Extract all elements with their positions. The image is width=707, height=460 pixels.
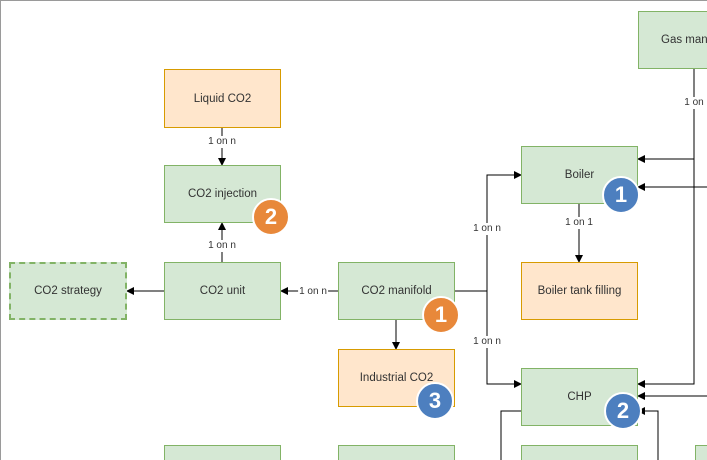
badge-chp: 2 <box>604 392 642 430</box>
badge-co2-manifold: 1 <box>422 296 460 334</box>
edge-chp-to-bottom <box>500 410 521 460</box>
edge-label-liquid-to-injection: 1 on n <box>207 136 237 148</box>
node-label: Industrial CO2 <box>359 372 434 384</box>
node-label: Boiler tank filling <box>537 285 622 297</box>
badge-industrial-co2: 3 <box>416 382 454 420</box>
edge-label-boiler-to-tank: 1 on 1 <box>564 217 594 229</box>
node-boiler-tank-filling[interactable]: Boiler tank filling <box>521 262 638 320</box>
node-label: CO2 strategy <box>34 285 102 297</box>
edge-label-gas-manifold: 1 on <box>683 97 705 109</box>
badge-co2-injection: 2 <box>252 198 290 236</box>
edge-label-manifold-to-chp: 1 on n <box>472 336 502 348</box>
node-co2-strategy[interactable]: CO2 strategy <box>9 262 127 320</box>
edge-label-manifold-to-unit: 1 on n <box>298 286 328 298</box>
node-co2-unit[interactable]: CO2 unit <box>164 262 281 320</box>
badge-boiler: 1 <box>602 176 640 214</box>
edge-manifold-to-chp <box>486 291 522 388</box>
edge-label-manifold-to-boiler: 1 on n <box>472 223 502 235</box>
edge-bottom-to-chp <box>637 407 659 460</box>
node-label: CHP <box>567 391 592 403</box>
node-label: Boiler <box>564 169 595 181</box>
node-partial-bottom-right[interactable] <box>521 445 638 460</box>
node-liquid-co2[interactable]: Liquid CO2 <box>164 69 281 128</box>
node-gas-manifold[interactable]: Gas man <box>638 11 707 69</box>
node-partial-bottom-middle[interactable] <box>338 445 455 460</box>
node-label: CO2 manifold <box>361 285 432 297</box>
edge-label-unit-to-injection: 1 on n <box>207 240 237 252</box>
node-label: CO2 unit <box>199 285 246 297</box>
node-partial-bottom-far-right[interactable] <box>695 445 707 460</box>
node-label: Gas man <box>661 34 707 46</box>
edge-gas-main-vertical <box>637 68 695 388</box>
node-label: CO2 injection <box>187 188 258 200</box>
node-label: Liquid CO2 <box>193 92 252 105</box>
node-partial-bottom-left[interactable] <box>164 445 281 460</box>
